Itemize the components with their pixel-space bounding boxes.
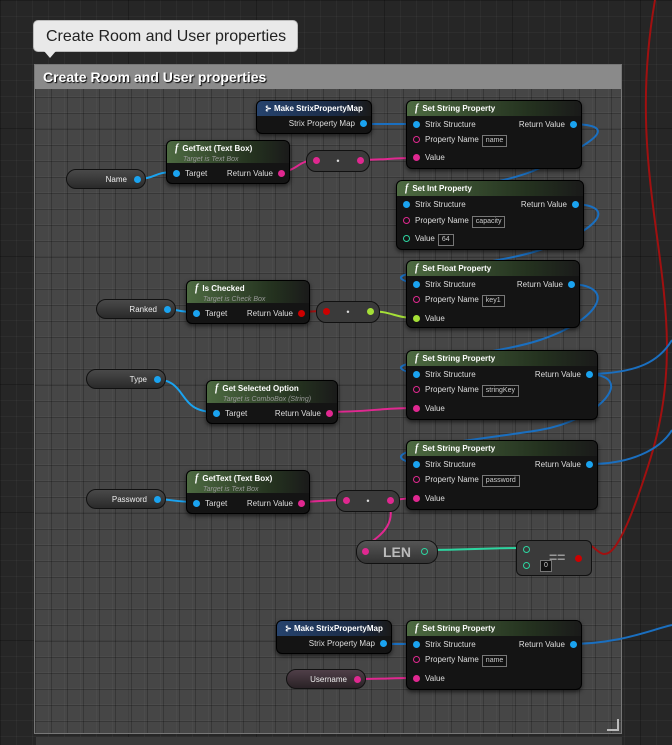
equals-node[interactable]: 0 == bbox=[516, 540, 592, 576]
input-strix-structure[interactable]: Strix Structure bbox=[413, 460, 476, 469]
output-return-value[interactable]: Return Value bbox=[247, 499, 305, 508]
property-name-field[interactable]: password bbox=[481, 475, 520, 487]
variable-username[interactable]: Username bbox=[286, 669, 366, 689]
function-icon: f bbox=[415, 103, 419, 114]
input-value[interactable]: Value bbox=[413, 494, 445, 503]
len-node[interactable]: LEN bbox=[356, 540, 438, 564]
input-target[interactable]: Target bbox=[213, 409, 247, 418]
comment-title[interactable]: Create Room and User properties bbox=[35, 65, 621, 89]
variable-password[interactable]: Password bbox=[86, 489, 166, 509]
output-return-value[interactable]: Return Value bbox=[535, 460, 593, 469]
property-name-field[interactable]: name bbox=[481, 135, 508, 147]
node-title: ⊱ Make StrixPropertyMap bbox=[277, 621, 391, 636]
struct-icon: ⊱ bbox=[265, 104, 274, 113]
wire-chain-2 bbox=[399, 203, 600, 285]
variable-ranked[interactable]: Ranked bbox=[96, 299, 176, 319]
input-target[interactable]: Target bbox=[193, 499, 227, 508]
reroute-node[interactable]: • bbox=[336, 490, 400, 512]
node-title: ⊱ Make StrixPropertyMap bbox=[257, 101, 371, 116]
input-target[interactable]: Target bbox=[173, 169, 207, 178]
wire-chain-3 bbox=[399, 283, 599, 375]
input-strix-structure[interactable]: Strix Structure bbox=[413, 120, 476, 129]
input-strix-structure[interactable]: Strix Structure bbox=[413, 280, 476, 289]
wire-int-len bbox=[425, 547, 526, 551]
output-return-value[interactable]: Return Value bbox=[275, 409, 333, 418]
wire-out-right-3 bbox=[567, 624, 672, 645]
int-value-field[interactable]: 64 bbox=[437, 234, 454, 246]
property-name-field[interactable]: key1 bbox=[481, 295, 505, 307]
input-value[interactable]: Value bbox=[413, 314, 445, 323]
resize-grip-icon[interactable] bbox=[607, 719, 619, 731]
output-return-value[interactable]: Return Value bbox=[519, 120, 577, 129]
variable-type[interactable]: Type bbox=[86, 369, 166, 389]
comment-bubble[interactable]: Create Room and User properties bbox=[33, 20, 298, 58]
reroute-node[interactable]: • bbox=[306, 150, 370, 172]
output-return-value[interactable]: Return Value bbox=[519, 640, 577, 649]
output-return-value[interactable]: Return Value bbox=[517, 280, 575, 289]
pin-icon[interactable] bbox=[360, 120, 367, 128]
output-return-value[interactable]: Return Value bbox=[247, 309, 305, 318]
make-property-map-node[interactable]: ⊱ Make StrixPropertyMap Strix Property M… bbox=[276, 620, 392, 654]
wire-out-right-1 bbox=[584, 339, 672, 375]
make-property-map-node[interactable]: ⊱ Make StrixPropertyMap Strix Property M… bbox=[256, 100, 372, 134]
input-target[interactable]: Target bbox=[193, 309, 227, 318]
wire-out-right-2 bbox=[589, 429, 672, 465]
output-return-value[interactable]: Return Value bbox=[535, 370, 593, 379]
output-pin-row[interactable]: Strix Property Map bbox=[309, 639, 387, 648]
property-name-field[interactable]: capacity bbox=[471, 216, 506, 228]
reroute-node[interactable]: • bbox=[316, 301, 380, 323]
input-value[interactable]: Value bbox=[413, 153, 445, 162]
output-pin-row[interactable]: Strix Property Map bbox=[289, 119, 367, 128]
property-name-field[interactable]: stringKey bbox=[481, 385, 519, 397]
input-strix-structure[interactable]: Strix Structure bbox=[413, 370, 476, 379]
compare-value-field[interactable]: 0 bbox=[540, 560, 552, 572]
output-return-value[interactable]: Return Value bbox=[521, 200, 579, 209]
input-strix-structure[interactable]: Strix Structure bbox=[403, 200, 466, 209]
scroll-bar[interactable] bbox=[36, 737, 622, 745]
output-return-value[interactable]: Return Value bbox=[227, 169, 285, 178]
struct-icon: ⊱ bbox=[285, 624, 294, 633]
wire-string-2 bbox=[324, 407, 416, 413]
input-strix-structure[interactable]: Strix Structure bbox=[413, 640, 476, 649]
input-value[interactable]: Value bbox=[413, 674, 445, 683]
variable-name[interactable]: Name bbox=[66, 169, 146, 189]
input-value[interactable]: Value bbox=[413, 404, 445, 413]
wire-chain-4 bbox=[399, 373, 612, 465]
wire-bool-return bbox=[579, 0, 668, 555]
property-name-field[interactable]: name bbox=[481, 655, 508, 667]
equals-label: == bbox=[549, 549, 566, 565]
